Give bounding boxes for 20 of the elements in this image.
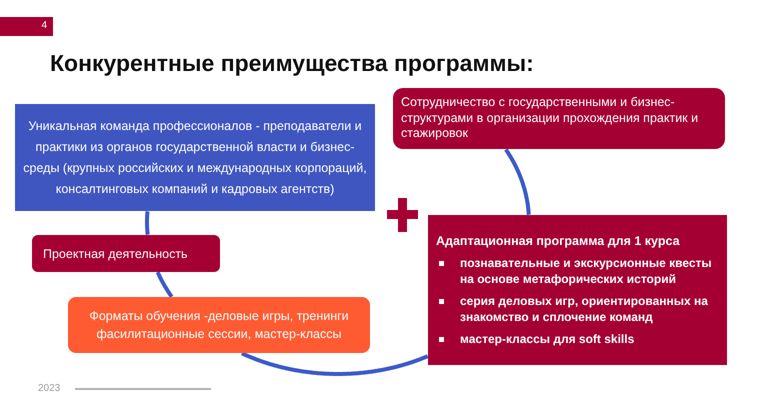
- heading-text: Адаптационная программа для 1 курса: [436, 233, 681, 249]
- curved-connector: [145, 210, 150, 236]
- curved-connector: [240, 352, 429, 376]
- info-panel: [393, 88, 725, 149]
- list-item-text: серия деловых игр, ориентированных на знакомство и сплочение команд: [460, 293, 709, 325]
- curved-connector: [504, 148, 531, 216]
- description-text: Уникальная команда профессионалов - преподаватели и практики из органов государственной власти и бизнес-среды (крупных российских и международных корпораций, консалтинговых компаний и кадровых агентств): [23, 118, 367, 198]
- description-text: Сотрудничество с государственными и бизнес-структурами в организации прохождения практик и стажировок: [401, 95, 700, 142]
- page-number: 4: [41, 20, 47, 32]
- list-item-text: познавательные и экскурсионные квесты на основе метафорических историй: [460, 255, 713, 287]
- description-text: Проектная деятельность: [43, 246, 189, 262]
- description-text: Форматы обучения -деловые игры, тренинги фасилитационные сессии, мастер-классы: [88, 308, 350, 343]
- info-panel: [68, 297, 370, 353]
- info-panel: [15, 104, 375, 211]
- info-panel: [32, 235, 220, 272]
- list-item-text: мастер-классы для soft skills: [460, 331, 636, 347]
- curved-connector: [156, 270, 174, 298]
- year-label: 2023: [38, 383, 60, 395]
- info-panel: [428, 215, 727, 365]
- slide-title: Конкурентные преимущества программы:: [50, 49, 534, 77]
